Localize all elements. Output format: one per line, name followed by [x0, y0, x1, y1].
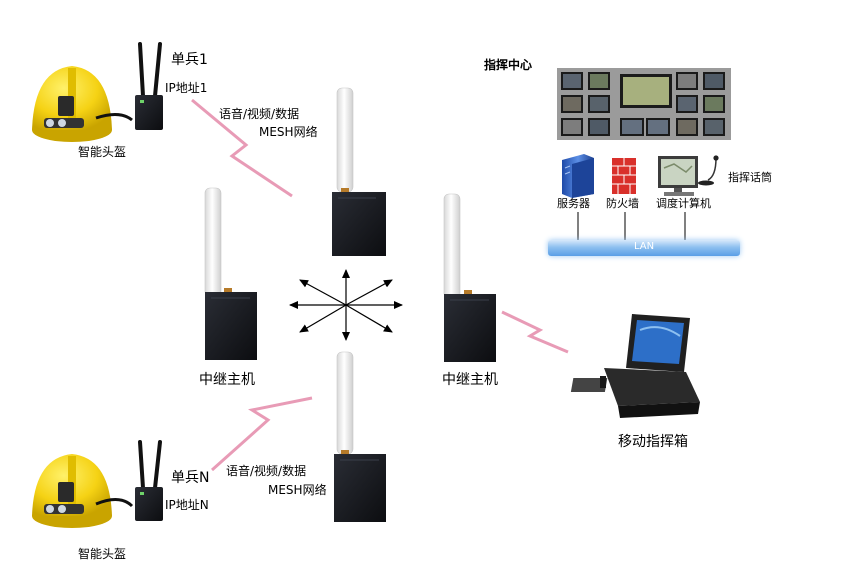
video-wall-icon	[557, 68, 731, 140]
mobile-command-box-icon	[570, 314, 700, 418]
radio-unit-bottom-icon	[135, 440, 163, 521]
relay-host-left-icon	[204, 187, 257, 360]
wireless-link-right	[501, 310, 569, 354]
wall-screen-image	[622, 120, 642, 134]
helmet-bottom-label: 智能头盔	[78, 547, 127, 561]
command-microphone-icon	[698, 155, 719, 186]
soldier-bottom-ip: IP地址N	[165, 498, 209, 512]
relay-host-top-icon	[332, 87, 386, 256]
wall-screen-image	[678, 120, 696, 134]
mesh-bottom-line1: 语音/视频/数据	[226, 464, 307, 478]
dispatch-computer-icon	[658, 156, 698, 196]
radio-unit-top-icon	[135, 42, 163, 130]
wall-screen-image	[648, 120, 668, 134]
soldier-top-ip: IP地址1	[165, 81, 208, 95]
firewall-label: 防火墙	[606, 197, 639, 210]
wall-screen-image	[705, 120, 723, 134]
wall-screen-image	[705, 97, 723, 111]
command-microphone-label: 指挥话筒	[728, 171, 772, 184]
relay-left-label: 中继主机	[199, 372, 255, 388]
soldier-bottom-name: 单兵N	[171, 470, 210, 486]
mesh-arrows	[289, 269, 403, 341]
server-label: 服务器	[557, 197, 590, 210]
mesh-bottom-line2: MESH网络	[268, 483, 327, 497]
mobile-command-box-label: 移动指挥箱	[618, 434, 688, 450]
relay-host-right-icon	[443, 193, 496, 362]
soldier-top-name: 单兵1	[171, 52, 208, 68]
server-icon	[562, 154, 594, 198]
wall-screen-image	[678, 97, 696, 111]
firewall-icon	[612, 158, 636, 194]
lan-connectors	[577, 212, 686, 240]
mesh-top-line2: MESH网络	[259, 125, 318, 139]
lan-label: LAN	[633, 241, 655, 252]
helmet-top-label: 智能头盔	[78, 145, 127, 159]
wall-screen-image	[563, 120, 581, 134]
relay-host-bottom-icon	[334, 351, 386, 522]
dispatch-computer-label: 调度计算机	[656, 197, 711, 210]
smart-helmet-top-icon	[32, 66, 133, 142]
wall-screen-image	[678, 74, 696, 88]
wall-screen-image	[590, 120, 608, 134]
wall-screen-image	[563, 97, 581, 111]
relay-right-label: 中继主机	[442, 372, 498, 388]
wall-screen-image	[590, 97, 608, 111]
wall-screen-image	[590, 74, 608, 88]
wall-screen-image	[705, 74, 723, 88]
command-center-title: 指挥中心	[484, 58, 533, 72]
wireless-link-bottom	[211, 396, 313, 472]
wireless-link-top	[191, 98, 293, 198]
mesh-top-line1: 语音/视频/数据	[219, 107, 300, 121]
wall-screen-image	[563, 74, 581, 88]
smart-helmet-bottom-icon	[32, 454, 134, 528]
lan-bus: LAN	[548, 240, 740, 256]
